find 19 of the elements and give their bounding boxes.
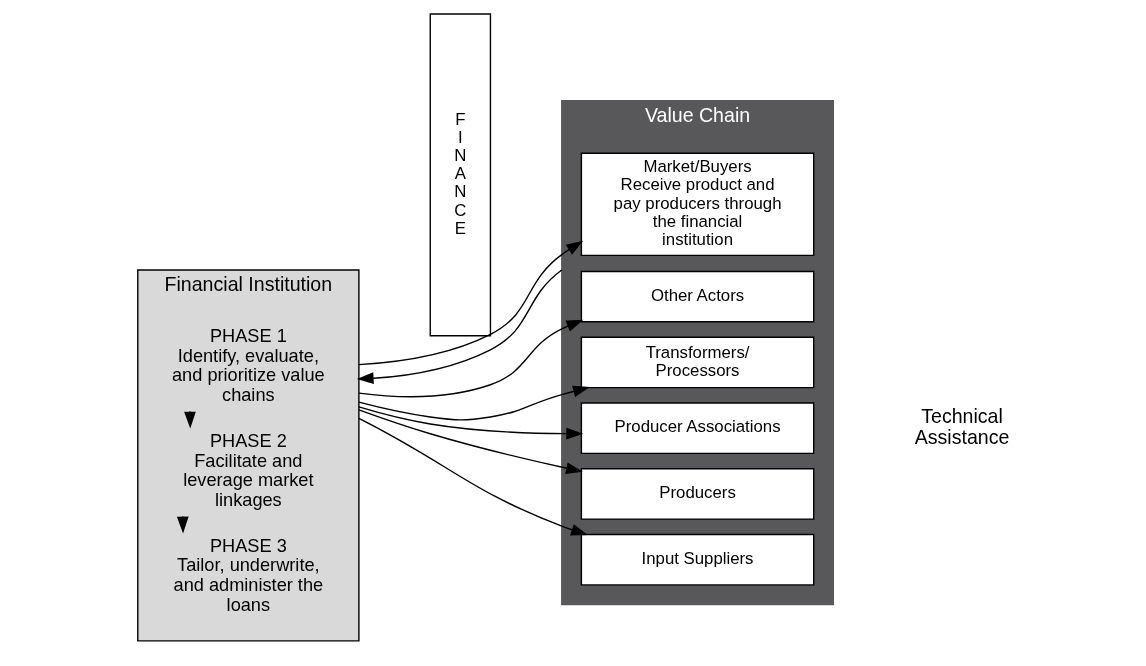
node-box: Producers bbox=[580, 468, 815, 520]
arrow bbox=[358, 409, 583, 474]
node-text: PHASE 2 Facilitate and leverage market linkages bbox=[183, 430, 314, 510]
arrow bbox=[358, 319, 584, 398]
node-box: Producer Associations bbox=[580, 402, 815, 455]
node-box: Input Suppliers bbox=[580, 533, 815, 586]
node-box: Other Actors bbox=[580, 270, 815, 323]
node-box: Market/Buyers Receive product and pay producers through the financial institution bbox=[580, 152, 815, 257]
arrow bbox=[358, 406, 584, 440]
label: Technical Assistance bbox=[914, 404, 1010, 448]
node-box: Transformers/ Processors bbox=[580, 336, 815, 389]
node-text: PHASE 3 Tailor, underwrite, and administer the loans bbox=[173, 535, 324, 615]
node-text: PHASE 1 Identify, evaluate, and prioritize value chains bbox=[172, 325, 325, 405]
arrow bbox=[358, 417, 588, 536]
arrow bbox=[358, 240, 584, 366]
arrow bbox=[176, 515, 189, 534]
node-box: F I N A N C E bbox=[429, 13, 492, 337]
arrow bbox=[356, 269, 563, 385]
arrow bbox=[358, 385, 590, 421]
